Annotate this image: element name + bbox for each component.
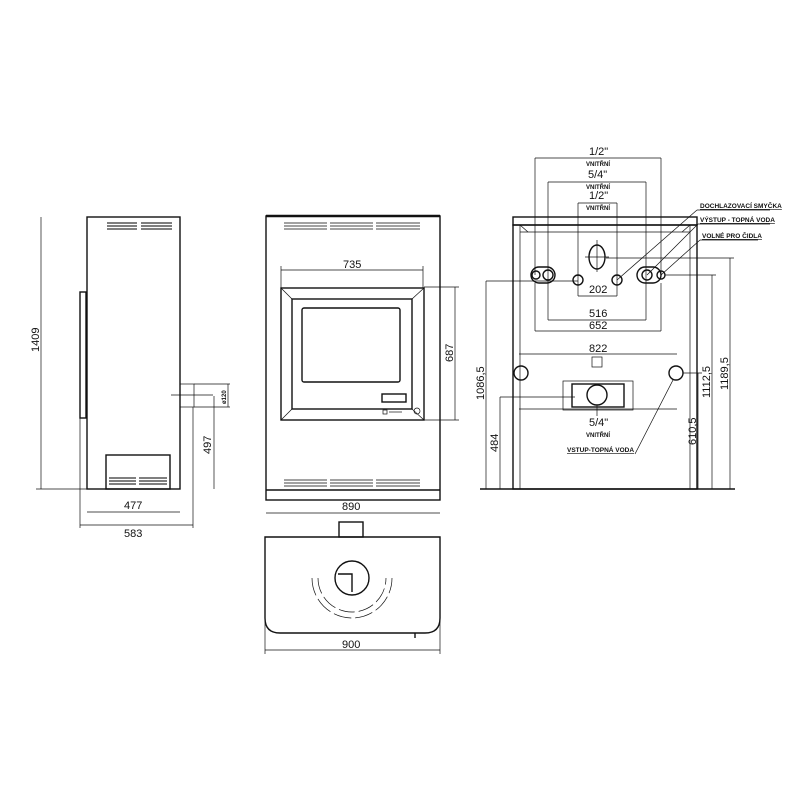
dim-depth-body: 477 [124,500,142,512]
dim-bottom-pipe-note: VNITŘNÍ [586,431,610,439]
dim-top-3: 1/2" [589,190,608,202]
dim-h-610: 610,5 [687,417,699,445]
dim-door-width: 735 [343,259,361,271]
dim-height: 1409 [30,328,42,352]
dim-spacing-652: 652 [589,320,607,332]
top-vent [107,222,172,230]
pipe-cooling-left [531,270,541,280]
dim-top-1-note: VNITŘNÍ [586,160,610,168]
side-view: 1409 477 583 497 ø120 [30,216,230,540]
dim-h-1086: 1086,5 [475,366,487,400]
front-view: 735 687 890 [265,214,459,514]
back-view: 1/2" VNITŘNÍ 5/4" VNITŘNÍ 1/2" VNITŘNÍ 2… [475,146,782,490]
dim-h-1189: 1189,5 [719,357,731,390]
dim-top-2-note: VNITŘNÍ [586,183,610,191]
dim-h-1112: 1112,5 [701,366,713,398]
dim-bottom-pipe: 5/4" [589,417,608,429]
label-cooling-loop: DOCHLAZOVACÍ SMYČKA [700,201,782,210]
dim-spacing-516: 516 [589,308,607,320]
dim-front-width: 890 [342,501,360,513]
dim-flue-diameter: ø120 [222,390,228,404]
label-sensor: VOLNÉ PRO ČIDLA [702,231,762,240]
dim-flue-height: 497 [202,436,214,454]
label-outlet: VÝSTUP - TOPNÁ VODA [700,215,775,224]
label-inlet: VSTUP-TOPNÁ VODA [567,445,634,454]
dim-spacing-202: 202 [589,284,607,296]
door-frame [280,287,425,421]
dim-top-3-note: VNITŘNÍ [586,204,610,212]
dim-spacing-822: 822 [589,343,607,355]
dim-h-484: 484 [489,434,501,452]
bottom-view: 900 [264,521,441,654]
dim-bottom-width: 900 [342,639,360,651]
dim-top-2: 5/4" [588,169,607,181]
door-glass [301,307,401,383]
door-handle[interactable] [381,393,407,403]
dim-depth-total: 583 [124,528,142,540]
dim-door-height: 687 [444,344,456,362]
dim-top-1: 1/2" [589,146,608,158]
